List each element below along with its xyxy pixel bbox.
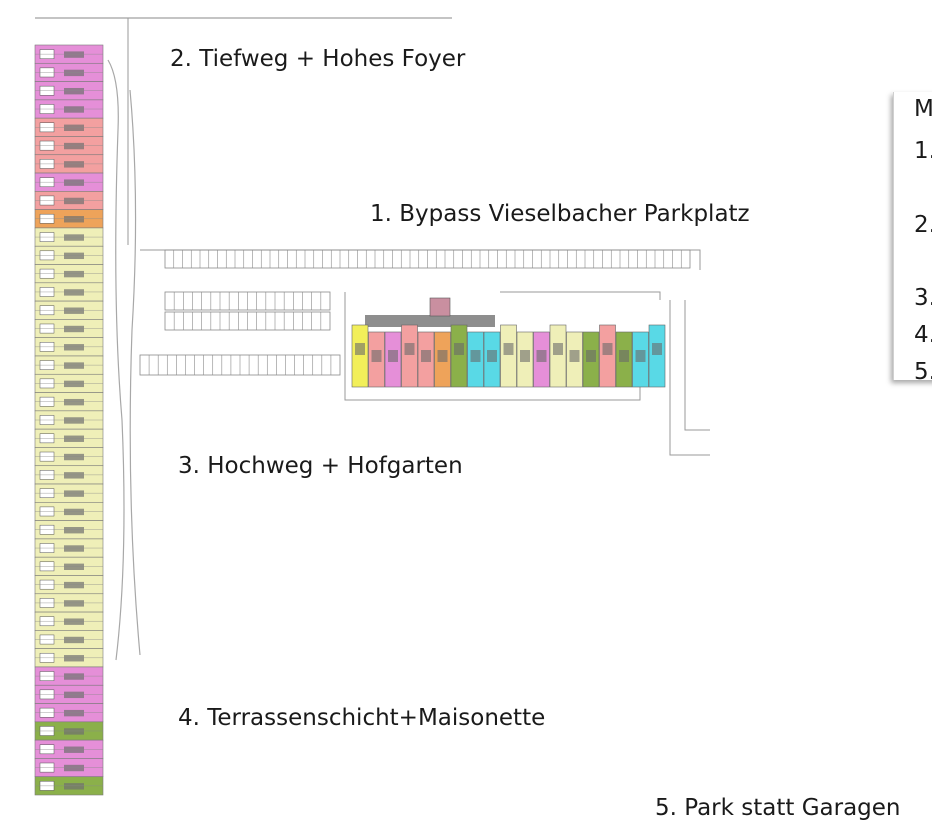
strip-core [64, 691, 84, 699]
path-line [500, 291, 661, 300]
cluster-core [569, 350, 580, 362]
west-building-strip [34, 44, 104, 796]
cluster-core [355, 343, 365, 355]
strip-core [64, 398, 84, 406]
strip-core [64, 527, 84, 534]
strip-core [64, 197, 84, 205]
label-bypass: 1. Bypass Vieselbacher Parkplatz [370, 201, 750, 227]
strip-core [64, 307, 84, 314]
cluster-core [404, 343, 415, 355]
strip-core [64, 179, 84, 186]
cluster-core [503, 343, 514, 355]
strip-core [64, 709, 84, 717]
strip-core [64, 508, 84, 516]
cluster-core [520, 350, 530, 362]
strip-core [64, 106, 84, 113]
strip-core [64, 216, 84, 223]
callout-item-4: 4. [914, 322, 932, 348]
cluster-unit [351, 324, 369, 388]
path-line [107, 59, 125, 661]
strip-core [64, 161, 84, 168]
cluster-tower [429, 297, 451, 317]
strip-core [64, 453, 84, 461]
strip-core [64, 270, 84, 278]
cluster-core [437, 350, 448, 362]
cluster-core [553, 343, 563, 355]
label-hochweg: 3. Hochweg + Hofgarten [178, 453, 463, 479]
callout-heading: M [914, 96, 932, 122]
strip-core [64, 600, 84, 607]
strip-core [64, 746, 84, 753]
callout-item-5: 5. [914, 359, 932, 385]
strip-core [64, 618, 84, 625]
strip-core [64, 344, 84, 351]
strip-core [64, 362, 84, 369]
cluster-unit [450, 324, 468, 388]
strip-core [64, 380, 84, 388]
strip-core [64, 673, 84, 680]
strip-core [64, 655, 84, 662]
strip-core [64, 636, 84, 644]
strip-core [64, 289, 84, 296]
cluster-unit [401, 324, 418, 388]
strip-core [64, 563, 84, 570]
callout-item-2: 2. [914, 212, 932, 238]
strip-core [64, 783, 84, 790]
cluster-unit [549, 324, 567, 388]
cluster-core [388, 350, 398, 362]
strip-core [64, 124, 84, 131]
path-line [129, 89, 141, 656]
label-terrassen: 4. Terrassenschicht+Maisonette [178, 705, 546, 731]
callout-item-3: 3. [914, 285, 932, 311]
callout-box: M 1. 2. 3. 4. 5. [893, 92, 932, 385]
cluster-corridor [365, 315, 495, 327]
cluster-core [602, 343, 613, 355]
cluster-unit [648, 324, 666, 388]
label-tiefweg: 2. Tiefweg + Hohes Foyer [170, 46, 466, 72]
strip-core [64, 490, 84, 497]
strip-core [64, 69, 84, 77]
strip-core [64, 87, 84, 95]
cluster-unit [500, 324, 517, 388]
strip-core [64, 581, 84, 589]
strip-core [64, 51, 84, 58]
callout-item-1: 1. [914, 138, 932, 164]
label-park: 5. Park statt Garagen [655, 795, 901, 821]
strip-core [64, 545, 84, 552]
cluster-core [487, 350, 497, 362]
path-line [669, 300, 710, 456]
strip-core [64, 142, 84, 150]
cluster-core [371, 350, 382, 362]
strip-core [64, 325, 84, 333]
cluster-core [586, 350, 596, 362]
cluster-core [536, 350, 547, 362]
cluster-core [652, 343, 662, 355]
strip-core [64, 435, 84, 442]
strip-core [64, 234, 84, 241]
strip-core [64, 252, 84, 260]
path-line [140, 249, 701, 270]
central-building-cluster [351, 297, 666, 388]
cluster-core [635, 350, 646, 362]
strip-core [64, 764, 84, 772]
cluster-core [454, 343, 464, 355]
parking-areas [139, 249, 691, 376]
strip-core [64, 728, 84, 735]
strip-core [64, 417, 84, 424]
strip-core [64, 472, 84, 479]
cluster-core [470, 350, 481, 362]
cluster-core [619, 350, 629, 362]
cluster-unit [599, 324, 616, 388]
cluster-core [421, 350, 431, 362]
